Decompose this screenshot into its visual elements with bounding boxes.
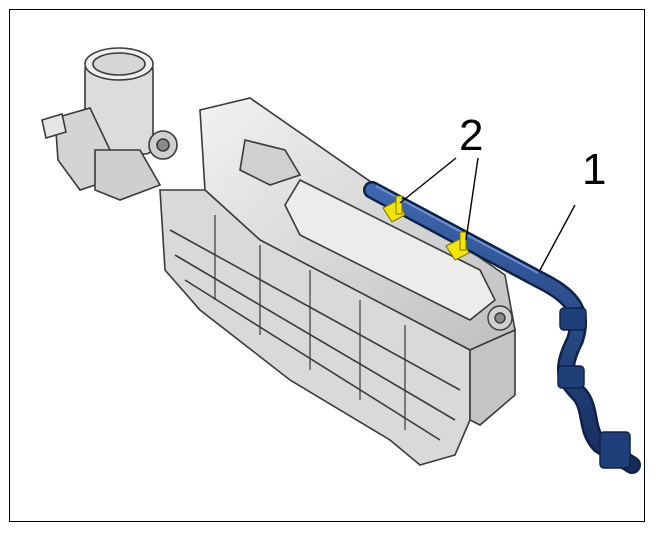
retaining-clips (382, 195, 470, 261)
mounting-boss (487, 305, 513, 331)
leader-lines (399, 157, 576, 271)
leader-2b (465, 157, 479, 241)
canister-body (159, 97, 516, 466)
leader-1 (539, 204, 576, 271)
callout-2: 2 (459, 111, 484, 160)
purge-valve (41, 47, 178, 201)
leader-2a (399, 157, 457, 204)
callout-1: 1 (582, 145, 607, 194)
clip-2-band (459, 231, 467, 251)
clip-1-band (395, 195, 403, 215)
